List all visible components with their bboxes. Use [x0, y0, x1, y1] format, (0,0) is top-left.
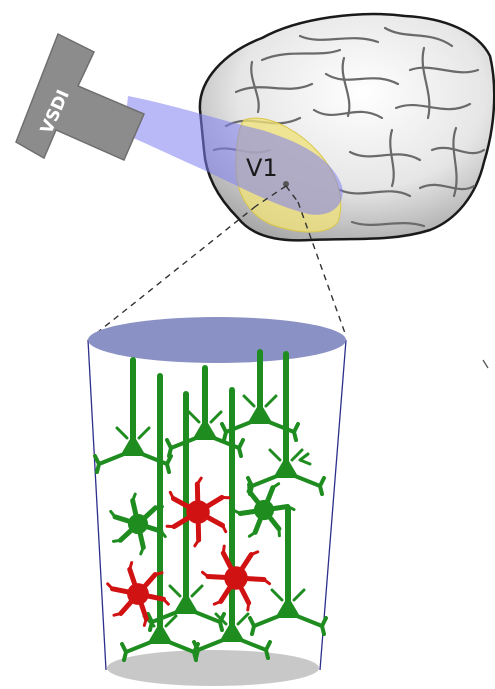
stellate-neuron-inhibitory [167, 478, 229, 546]
vsdi-camera: VSDI [16, 34, 144, 160]
stray-mark [483, 360, 488, 368]
camera-body [16, 34, 144, 160]
stellate-neuron-inhibitory [202, 546, 269, 610]
column-left-edge [88, 340, 106, 670]
v1-label: V1 [246, 154, 278, 182]
column-top [88, 317, 346, 363]
column-bottom [107, 650, 319, 686]
neuron-layer [95, 352, 326, 660]
pyramidal-neuron [250, 510, 326, 634]
